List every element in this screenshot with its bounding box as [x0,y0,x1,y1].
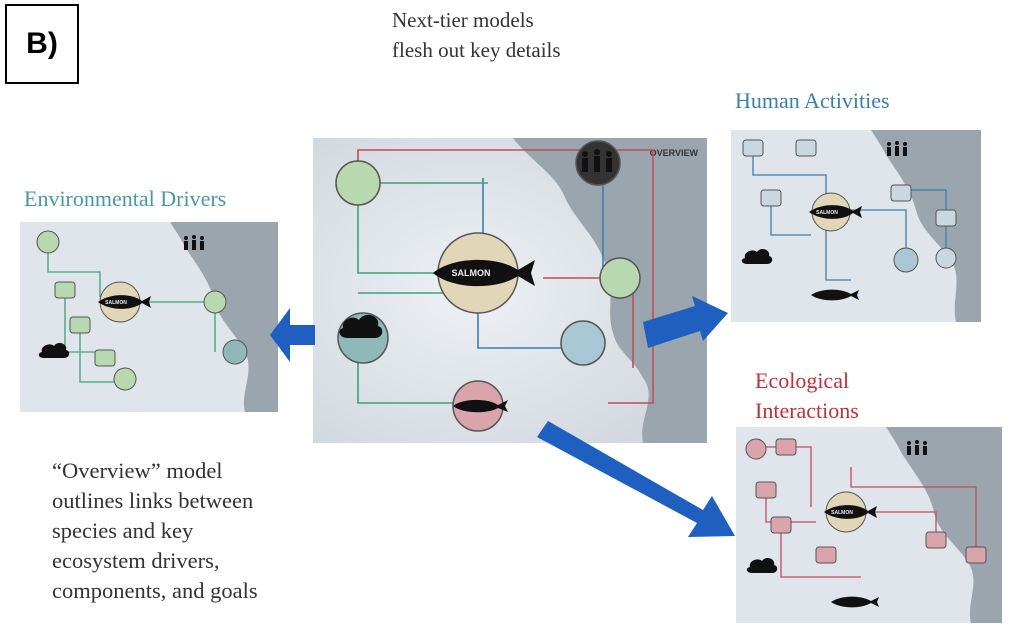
cloud-icon [38,343,70,358]
node-circle [560,320,606,366]
people-silhouette-icon [184,235,204,250]
connector-lines [756,446,977,578]
node-circle [222,339,248,365]
coastline-shape [170,222,278,412]
overview-description-line: outlines links between [52,488,254,513]
node-circle [893,247,919,273]
node-circle [599,257,641,299]
people-silhouette-icon [907,440,927,455]
salmon-fish-icon [809,205,862,219]
cloud-icon [741,249,773,264]
overview-description: “Overview” model outlines links between … [52,456,258,606]
node-circle [935,247,957,269]
cloud-icon [339,314,383,338]
human-activities-panel: SALMON [731,130,981,322]
fish-icon [453,399,508,413]
coastline-shape [513,138,707,443]
ecological-interactions-panel: SALMON [736,427,1002,623]
node-box [760,189,782,207]
node-circle [113,367,137,391]
node-box [815,546,837,564]
header-line-1: Next-tier models [392,8,534,32]
coastline-shape [886,427,1002,623]
ecological-title-line-2: Interactions [755,398,859,423]
overview-corner-label: OVERVIEW [650,148,699,158]
node-box [890,184,912,202]
connector-lines [752,150,947,281]
coastline-shape [871,130,981,322]
node-box [69,316,91,334]
environmental-drivers-title: Environmental Drivers [24,186,227,211]
salmon-fish-icon [824,505,877,519]
node-box [935,209,957,227]
node-circle [36,230,60,254]
panel-label: B) [5,4,79,84]
overview-model-panel: OVERVIEW SALMON [313,138,707,443]
overview-description-line: ecosystem drivers, [52,548,220,573]
overview-description-line: components, and goals [52,578,258,603]
fish-icon [831,596,879,608]
salmon-fish-icon [98,295,151,309]
node-box [795,139,817,157]
cloud-icon [746,558,778,573]
node-box [925,531,947,549]
salmon-label: SALMON [105,300,127,306]
node-box [770,516,792,534]
header-line-2: flesh out key details [392,38,561,62]
salmon-label: SALMON [816,210,838,216]
ecological-title-line-1: Ecological [755,368,850,393]
human-activities-title: Human Activities [735,88,890,113]
overview-description-line: “Overview” model [52,458,223,483]
node-box [54,281,76,299]
node-box [965,546,987,564]
fish-icon [811,289,859,301]
node-box [755,481,777,499]
salmon-fish-icon [433,259,535,287]
overview-description-line: species and key [52,518,194,543]
node-box [775,438,797,456]
people-silhouette-icon [887,141,907,156]
node-circle [335,160,381,206]
node-circle [203,290,227,314]
environmental-drivers-panel: SALMON [20,222,278,412]
node-box [742,139,764,157]
node-circle [745,438,767,460]
node-box [94,349,116,367]
people-silhouette-icon [582,149,612,172]
salmon-label: SALMON [452,268,491,278]
salmon-label: SALMON [831,510,853,516]
